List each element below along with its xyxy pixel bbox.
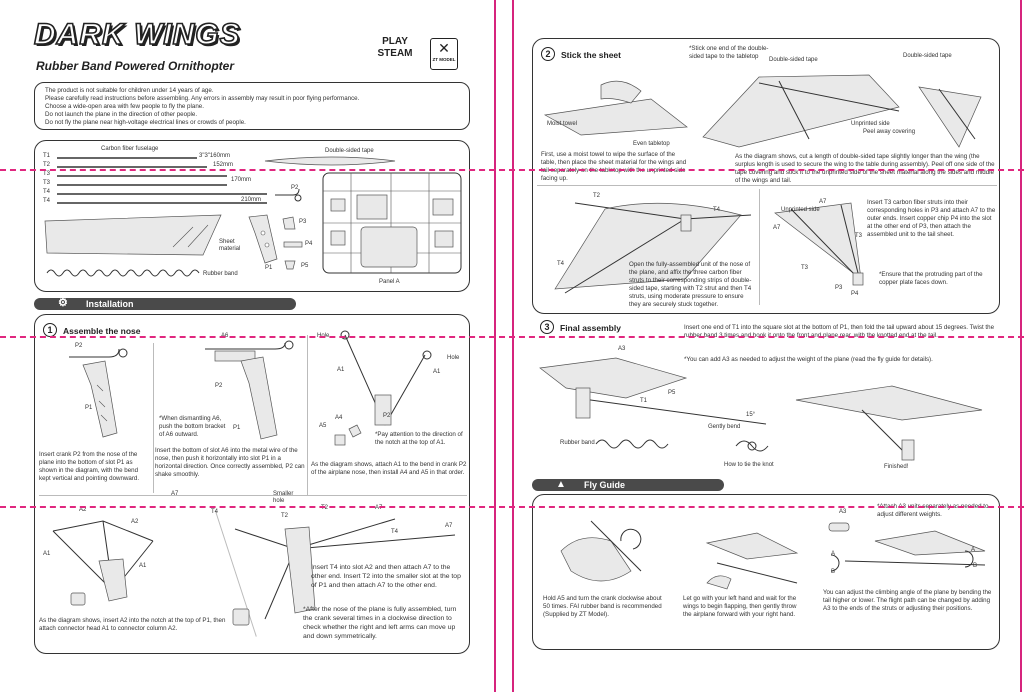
page-edge-line bbox=[512, 0, 514, 692]
knot-icon bbox=[735, 440, 769, 452]
person-icon: ✕ bbox=[438, 40, 450, 56]
cut-guide-line bbox=[0, 169, 1024, 171]
fly-step2-text: Let go with your left hand and wait for … bbox=[683, 595, 797, 618]
divider bbox=[307, 335, 308, 495]
strut-t1 bbox=[57, 157, 197, 159]
page-edge-line bbox=[494, 0, 496, 692]
gears-icon: ⚙ bbox=[58, 297, 68, 309]
connector-diagram bbox=[52, 520, 154, 606]
subtitle: Rubber Band Powered Ornithopter bbox=[36, 59, 235, 73]
strut-t2 bbox=[57, 166, 207, 168]
installation-header: ⚙ Installation bbox=[34, 297, 296, 310]
fly-step1-text: Hold A5 and turn the crank clockwise abo… bbox=[543, 595, 662, 618]
weight-note: *You can add A3 as needed to adjust the … bbox=[684, 356, 933, 363]
arm-diagram bbox=[334, 330, 432, 446]
strut-t4a bbox=[57, 193, 267, 195]
playsteam-logo: PLAY STEAM bbox=[377, 36, 413, 59]
note-line: Choose a wide-open area with few people … bbox=[45, 103, 204, 110]
divider bbox=[537, 185, 997, 186]
strut-t4b bbox=[57, 202, 267, 204]
wing-tape-diagram bbox=[702, 74, 982, 148]
cut-guide-line bbox=[0, 506, 1024, 508]
step1b-text: Insert the bottom of slot A6 into the me… bbox=[155, 447, 305, 478]
tape-roll bbox=[264, 156, 396, 166]
fly-guide-header: ▲ Fly Guide bbox=[532, 479, 724, 491]
crank-diagram-1 bbox=[69, 348, 128, 438]
grad-cap-icon: ▲ bbox=[556, 479, 566, 490]
note-line: The product is not suitable for children… bbox=[45, 87, 214, 94]
step2a-text: First, use a moist towel to wipe the sur… bbox=[541, 151, 687, 182]
strut-t3b bbox=[57, 184, 227, 186]
cut-guide-line bbox=[0, 336, 1024, 338]
step1d-text: As the diagram shows, insert A2 into the… bbox=[39, 617, 226, 632]
strut-t3a bbox=[57, 175, 227, 177]
divider bbox=[153, 343, 154, 493]
divider bbox=[39, 495, 467, 496]
fly-step3-text: You can adjust the climbing angle of the… bbox=[823, 589, 992, 612]
ztmodel-logo: ✕ ZT MODEL bbox=[430, 38, 458, 70]
safety-notes: The product is not suitable for children… bbox=[34, 82, 470, 130]
part-p3 bbox=[282, 216, 296, 230]
tail-text: Insert T3 carbon fiber struts into their… bbox=[867, 199, 996, 238]
symmetry-note: *After the nose of the plane is fully as… bbox=[303, 606, 457, 640]
launch-diagram bbox=[705, 532, 799, 590]
step1e-text: Insert T4 into slot A2 and then attach A… bbox=[311, 564, 461, 589]
dismantle-note: *When dismantling A6, push the bottom br… bbox=[159, 415, 226, 438]
note-line: Do not fly the plane near high-voltage e… bbox=[45, 119, 246, 126]
notch-note: *Pay attention to the direction of the n… bbox=[375, 431, 463, 446]
page-edge-line bbox=[1020, 0, 1022, 692]
tail-diagram bbox=[774, 202, 864, 286]
table-towel-diagram bbox=[543, 80, 688, 136]
step1-box: 1 Assemble the nose P2 P1 Insert crank P… bbox=[34, 314, 470, 654]
brand-title: DARK WINGS bbox=[33, 17, 241, 52]
tape-note: *Stick one end of the double-sided tape … bbox=[689, 45, 769, 60]
step1a-text: Insert crank P2 from the nose of the pla… bbox=[39, 451, 140, 482]
copper-note: *Ensure that the protruding part of the … bbox=[879, 271, 983, 286]
right-page: 2 Stick the sheet Moist towel Even table… bbox=[512, 0, 1024, 692]
part-p4 bbox=[283, 241, 303, 248]
sheet-material bbox=[44, 214, 222, 256]
trim-diagram bbox=[828, 522, 986, 572]
note-line: Please carefully read instructions befor… bbox=[45, 95, 360, 102]
crank-p2 bbox=[275, 188, 302, 202]
fly-guide-box: Hold A5 and turn the crank clockwise abo… bbox=[532, 494, 1000, 650]
slot-diagram bbox=[205, 340, 294, 440]
part-p5 bbox=[284, 260, 296, 270]
final-assembly-section: 3 Final assembly Insert one end of T1 in… bbox=[532, 318, 1000, 474]
panel-a bbox=[322, 172, 462, 274]
strut-assembly-diagram bbox=[232, 518, 456, 626]
rubber-band-coil bbox=[46, 269, 200, 277]
winding-hand bbox=[560, 520, 642, 582]
final-text: Insert one end of T1 into the square slo… bbox=[684, 324, 995, 339]
wing-text: Open the fully-assembled unit of the nos… bbox=[629, 261, 752, 308]
step2-box: 2 Stick the sheet Moist towel Even table… bbox=[532, 38, 1000, 314]
final-assembly-diagram bbox=[539, 357, 767, 449]
wing-strut-diagram bbox=[554, 202, 752, 294]
left-page: DARK WINGS Rubber Band Powered Ornithopt… bbox=[33, 0, 496, 692]
divider bbox=[759, 189, 760, 305]
note-line: Do not launch the plane in the direction… bbox=[45, 111, 198, 118]
parts-list: Carbon fiber fuselage Double-sided tape … bbox=[34, 140, 470, 292]
nose-part-p1 bbox=[248, 214, 278, 264]
finished-plane bbox=[795, 385, 983, 461]
step1c-text: As the diagram shows, attach A1 to the b… bbox=[311, 461, 467, 476]
step2b-text: As the diagram shows, cut a length of do… bbox=[735, 153, 995, 184]
